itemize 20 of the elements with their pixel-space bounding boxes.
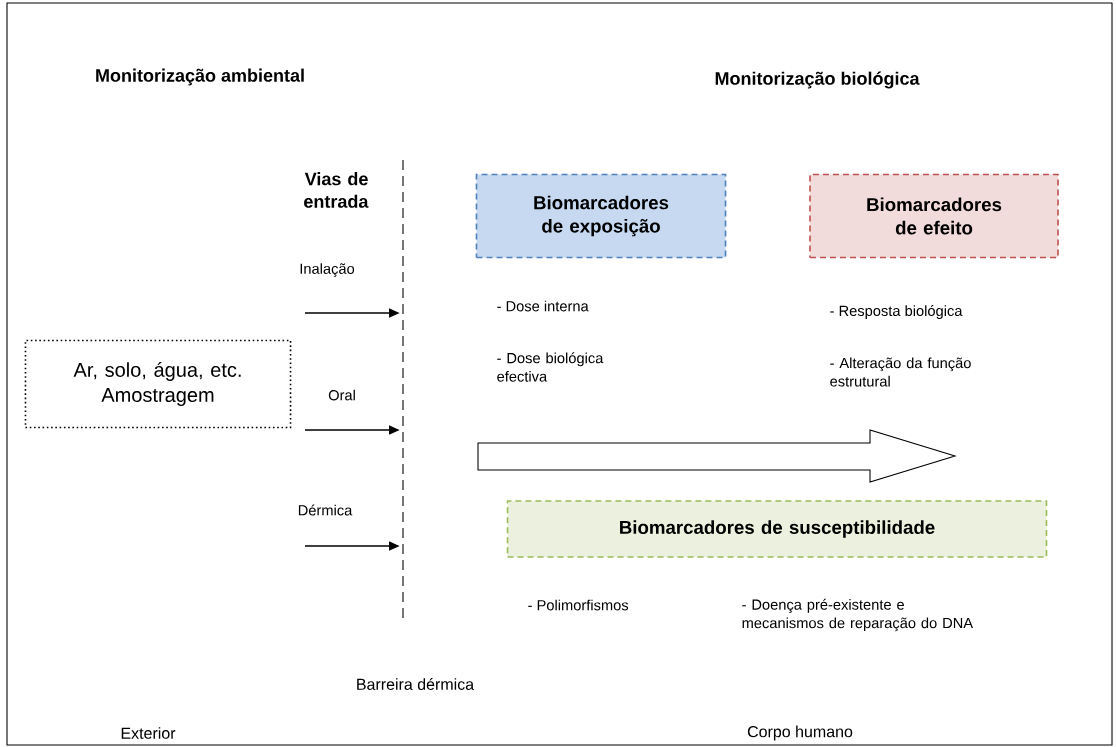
barrier-line <box>402 159 404 621</box>
section-title: Monitorização ambiental <box>96 68 304 86</box>
bullet-text: - Dose interna <box>497 300 589 312</box>
sample-box: Ar, solo, água, etc. Amostragem <box>24 339 292 429</box>
region-label: Exterior <box>121 727 176 739</box>
column-heading: Vias de entrada <box>304 172 369 208</box>
bullet-text: - Doença pré-existente e mecanismos de reparação do DNA <box>742 598 974 632</box>
edge-label: Oral <box>328 389 355 401</box>
process-box: Biomarcadores de exposição <box>475 173 727 259</box>
edge-label: Inalação <box>300 263 355 277</box>
region-label: Corpo humano <box>747 725 853 741</box>
bullet-text: - Polimorfismos <box>528 599 629 611</box>
bullet-text: - Resposta biológica <box>830 305 963 319</box>
edge-label: Dérmica <box>298 504 353 516</box>
process-box: Biomarcadores de efeito <box>809 173 1059 259</box>
bullet-text: - Alteração da função estrutural <box>830 357 971 387</box>
process-box: Biomarcadores de susceptibilidade <box>506 500 1048 558</box>
section-title: Monitorização biológica <box>715 71 920 89</box>
barrier-label: Barreira dérmica <box>357 678 475 690</box>
bullet-text: - Dose biológica efectiva <box>497 352 604 382</box>
